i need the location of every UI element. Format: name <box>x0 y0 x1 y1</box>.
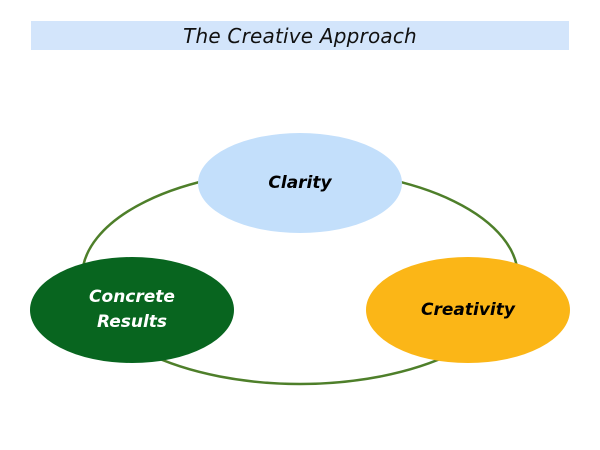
concrete-results-line-2: Results <box>96 312 168 332</box>
page-title: The Creative Approach <box>183 23 417 48</box>
concrete-results-label: Concrete Results <box>30 257 234 363</box>
creativity-label: Creativity <box>366 257 570 363</box>
concrete-results-line-1: Concrete <box>89 287 175 307</box>
creativity-text: Creativity <box>421 299 515 320</box>
title-bar: The Creative Approach <box>31 21 569 50</box>
clarity-text: Clarity <box>268 172 332 193</box>
clarity-node <box>198 133 402 233</box>
clarity-label: Clarity <box>198 133 402 233</box>
concrete-results-node <box>30 257 234 363</box>
creativity-node <box>366 257 570 363</box>
